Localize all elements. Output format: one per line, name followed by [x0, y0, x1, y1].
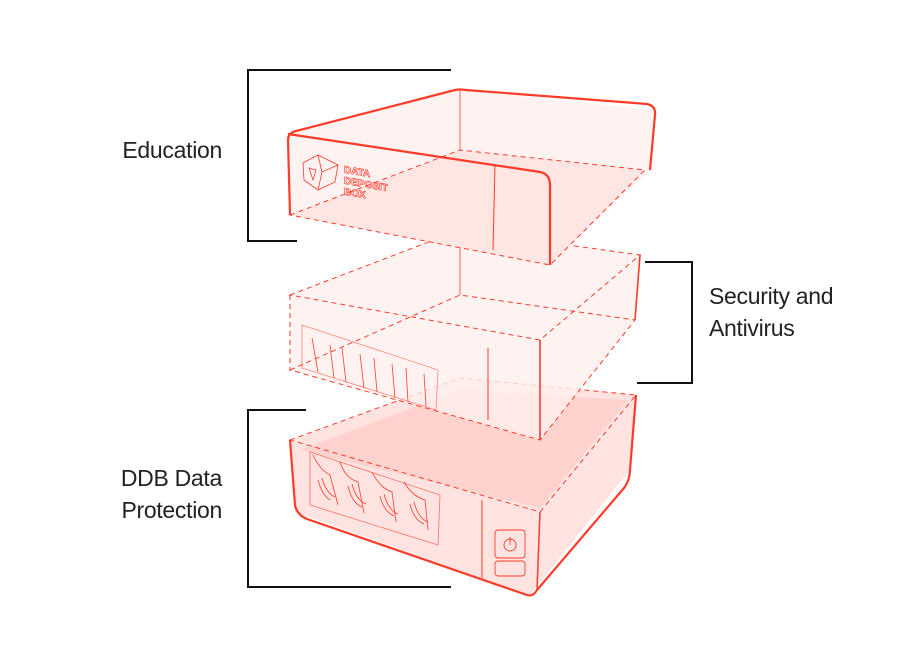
power-button-icon: [494, 529, 526, 559]
label-line: Protection: [121, 497, 222, 523]
logo-text: DATA: [344, 165, 370, 181]
security-bracket: [637, 261, 693, 384]
label-line: DDB Data: [120, 465, 222, 491]
label-education: Education: [122, 137, 222, 163]
top-box-education: [286, 88, 657, 266]
label-line: Security and: [709, 283, 834, 309]
protection-bracket: [247, 409, 451, 588]
data-deposit-box-logo: [302, 154, 339, 191]
label-security: Security and Antivirus: [709, 280, 834, 344]
logo-text: BOX: [344, 187, 366, 202]
label-protection: DDB Data Protection: [121, 462, 222, 526]
education-bracket: [247, 69, 451, 242]
label-line: Antivirus: [709, 315, 795, 341]
middle-box-security: [288, 229, 642, 441]
